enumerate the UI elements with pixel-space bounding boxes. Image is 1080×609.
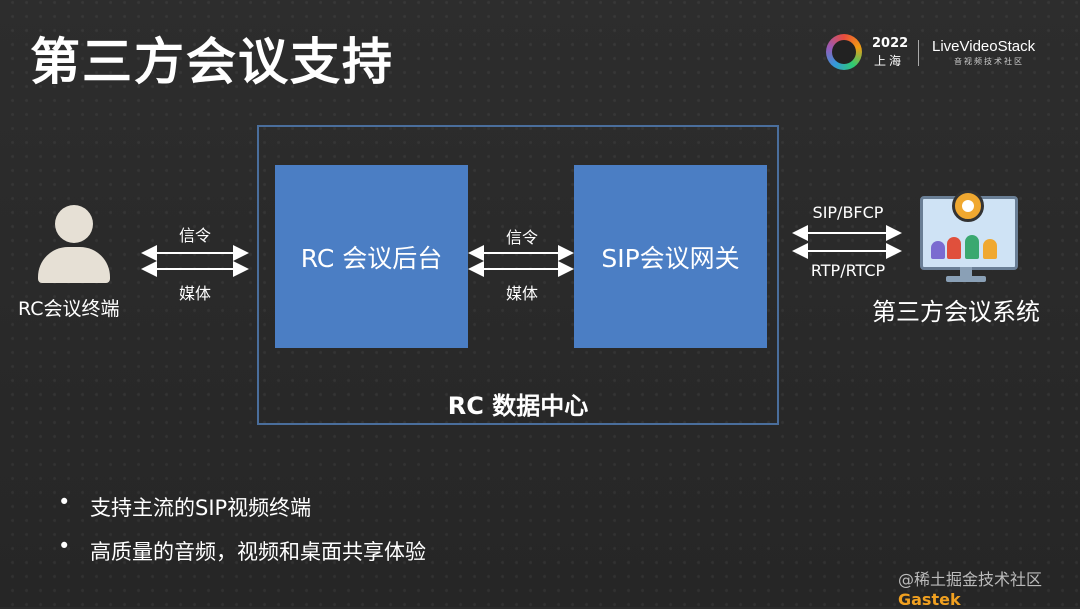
gateway-box: SIP会议网关 — [574, 165, 767, 348]
user-icon — [38, 205, 110, 283]
brand-subtitle: 音视频技术社区 — [954, 57, 1024, 66]
brand-name: LiveVideoStack — [932, 38, 1036, 55]
backend-box: RC 会议后台 — [275, 165, 468, 348]
event-badge-icon — [826, 34, 862, 70]
bullet-list: • 支持主流的SIP视频终端 • 高质量的音频，视频和桌面共享体验 — [58, 490, 426, 580]
gateway-label: SIP会议网关 — [601, 243, 740, 273]
list-item: • 高质量的音频，视频和桌面共享体验 — [58, 534, 426, 580]
bullet-text: 高质量的音频，视频和桌面共享体验 — [90, 540, 426, 564]
watermark: @稀土掘金技术社区 Gastek — [898, 566, 1080, 609]
bullet-dot: • — [58, 490, 71, 514]
slide-title: 第三方会议支持 — [30, 33, 394, 91]
bullet-dot: • — [58, 534, 71, 558]
bullet-text: 支持主流的SIP视频终端 — [90, 496, 312, 520]
event-year: 2022 — [872, 36, 909, 51]
watermark-brand: Gastek — [898, 590, 961, 609]
right-media-label: RTP/RTCP — [810, 261, 886, 280]
event-logo: 2022 上海 LiveVideoStack 音视频技术社区 — [826, 34, 1056, 74]
right-signal-label: SIP/BFCP — [812, 203, 884, 222]
logo-divider — [918, 40, 919, 66]
datacenter-frame — [257, 125, 779, 425]
watermark-prefix: @稀土掘金技术社区 — [898, 570, 1043, 589]
backend-label: RC 会议后台 — [300, 243, 443, 273]
middle-media-label: 媒体 — [505, 284, 538, 303]
list-item: • 支持主流的SIP视频终端 — [58, 490, 426, 536]
middle-signal-label: 信令 — [505, 228, 538, 247]
third-party-label: 第三方会议系统 — [872, 298, 1040, 326]
left-media-label: 媒体 — [178, 284, 211, 303]
event-city: 上海 — [874, 54, 905, 68]
left-signal-label: 信令 — [178, 226, 211, 245]
client-label: RC会议终端 — [18, 298, 120, 320]
datacenter-label: RC 数据中心 — [447, 392, 589, 420]
video-conference-monitor-icon — [918, 190, 1018, 286]
